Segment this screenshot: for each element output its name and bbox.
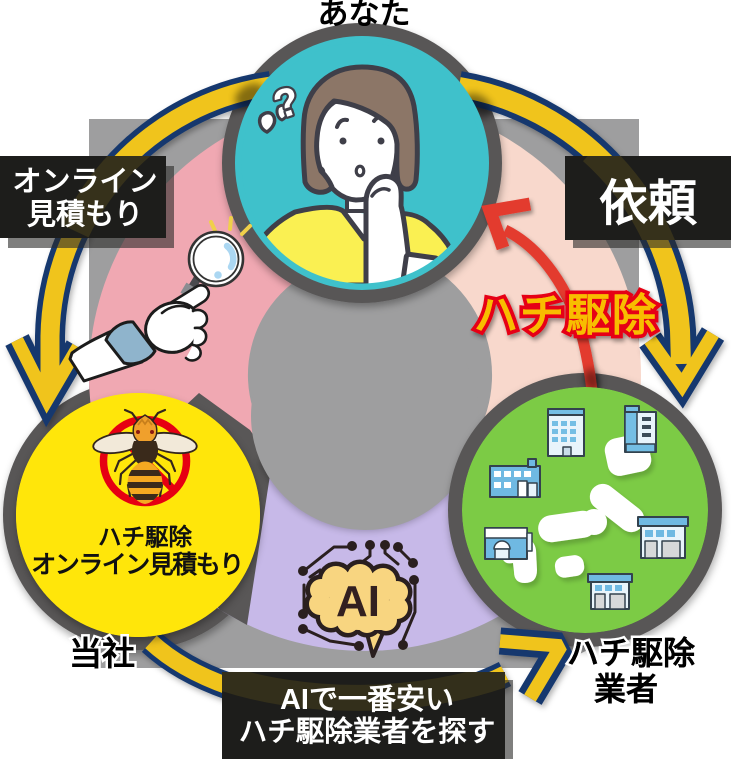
svg-text:業者: 業者 — [594, 671, 658, 707]
svg-text:ハチ駆除: ハチ駆除 — [567, 635, 696, 671]
svg-text:AI: AI — [336, 577, 380, 626]
svg-text:ハチ駆除: ハチ駆除 — [567, 635, 696, 671]
svg-text:当社: 当社 — [69, 635, 135, 672]
svg-text:あなた: あなた — [318, 0, 411, 31]
svg-text:AIで一番安い: AIで一番安い — [280, 683, 454, 716]
svg-text:依頼: 依頼 — [599, 177, 698, 231]
svg-text:ハチ駆除: ハチ駆除 — [474, 291, 658, 340]
svg-text:業者: 業者 — [594, 671, 658, 707]
svg-text:オンライン: オンライン — [12, 166, 157, 198]
svg-text:ハチ駆除業者を探す: ハチ駆除業者を探す — [239, 715, 496, 748]
svg-text:ハチ駆除: ハチ駆除 — [98, 523, 192, 550]
svg-text:当社: 当社 — [69, 635, 135, 672]
svg-text:ハチ駆除: ハチ駆除 — [474, 291, 658, 340]
svg-text:見積もり: 見積もり — [27, 198, 143, 231]
svg-text:オンライン見積もり: オンライン見積もり — [31, 551, 243, 579]
